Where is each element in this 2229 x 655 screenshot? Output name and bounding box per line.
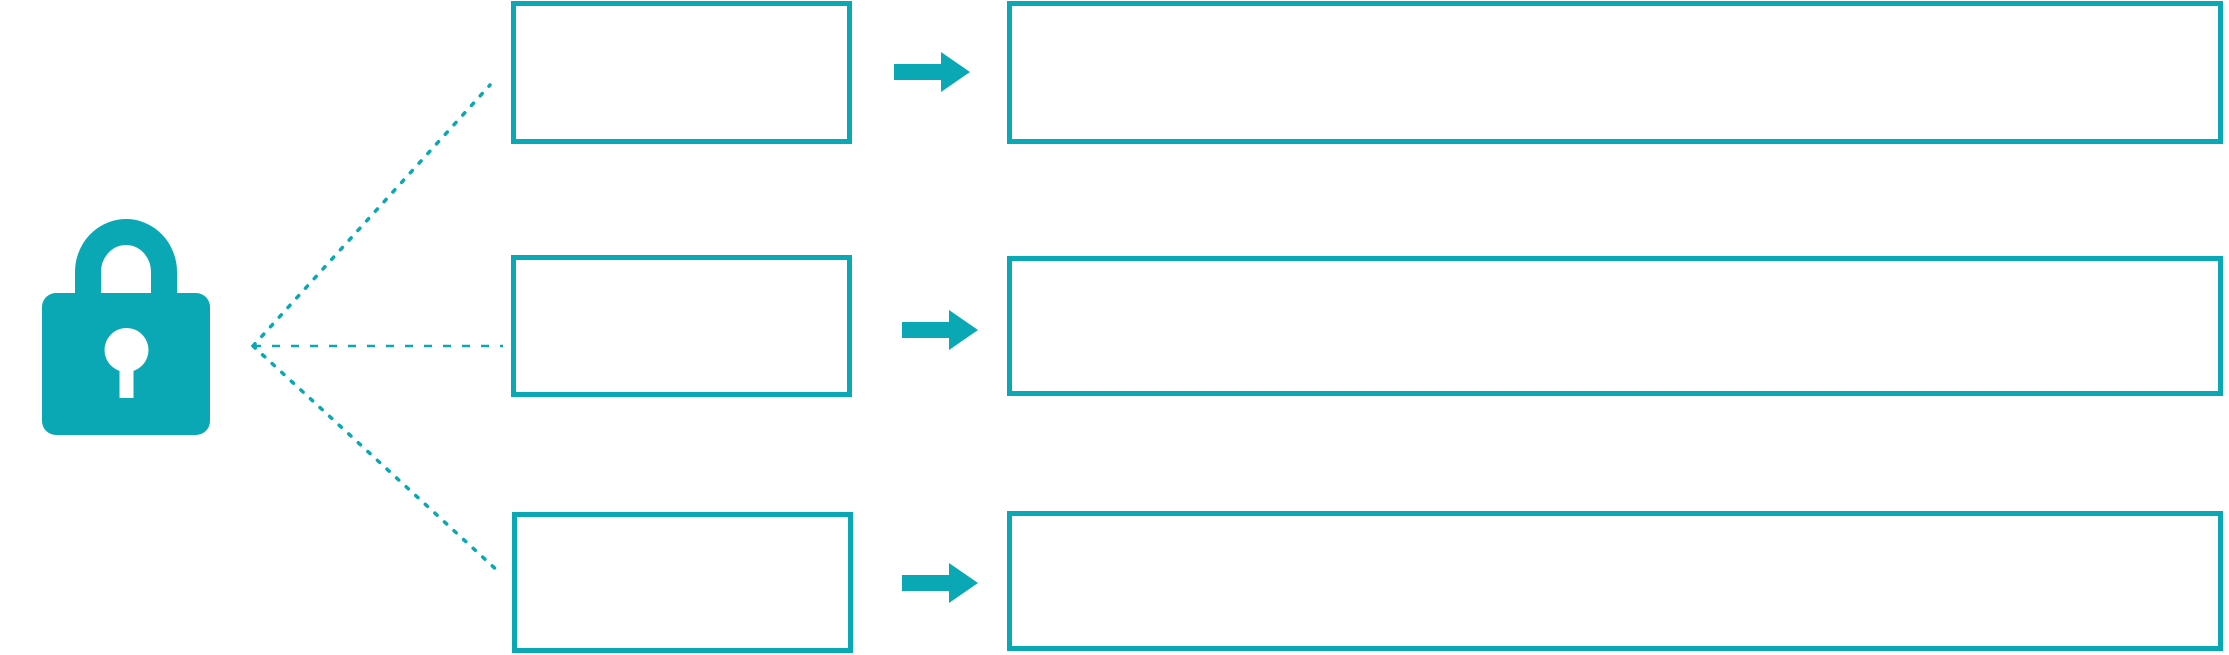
lock-shackle bbox=[75, 219, 177, 302]
keyhole-stem bbox=[119, 363, 134, 398]
key-term-box-1 bbox=[511, 1, 852, 144]
lock-icon bbox=[42, 219, 210, 435]
dotted-line-bottom bbox=[251, 344, 502, 575]
dotted-line-top bbox=[251, 83, 492, 348]
key-term-box-3 bbox=[512, 512, 853, 653]
keyhole-circle bbox=[104, 328, 149, 372]
right-arrow-icon bbox=[902, 310, 978, 350]
description-box-1 bbox=[1007, 1, 2223, 144]
right-arrow-icon bbox=[894, 52, 970, 92]
description-box-3 bbox=[1007, 511, 2223, 651]
key-term-box-2 bbox=[511, 255, 852, 397]
right-arrow-icon bbox=[902, 563, 978, 603]
description-box-2 bbox=[1007, 256, 2223, 396]
